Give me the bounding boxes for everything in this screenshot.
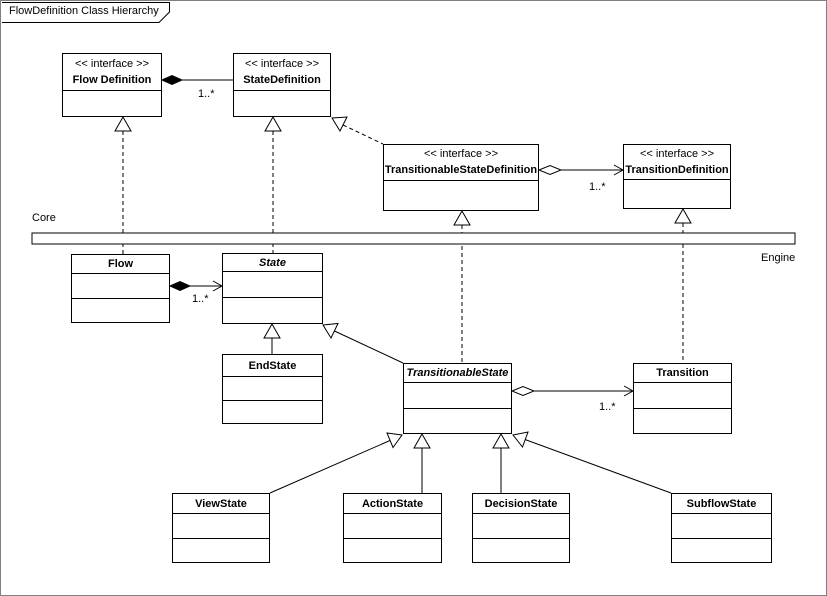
class-box-action-state: ActionState	[343, 493, 442, 563]
class-name: DecisionState	[484, 497, 558, 510]
triangle-at-statedefinition	[264, 115, 282, 132]
class-box-transition: Transition	[633, 363, 732, 434]
class-name: ActionState	[361, 497, 424, 510]
members-compartment	[384, 180, 538, 210]
operations-compartment	[223, 297, 322, 323]
generalization-tsd-statedefinition-line	[342, 124, 384, 145]
multiplicity-flowdefinition-statedefinition: 1..*	[198, 88, 215, 100]
operations-compartment	[344, 537, 441, 563]
attributes-compartment	[634, 382, 731, 408]
class-name: ViewState	[195, 497, 247, 510]
triangle-at-statedefinition-corner	[331, 116, 348, 133]
operations-compartment	[404, 407, 511, 434]
triangle-at-state	[263, 322, 281, 339]
title-tab-shape	[2, 2, 170, 23]
class-name: Transition	[656, 367, 709, 379]
attributes-compartment	[404, 382, 511, 408]
core-region-label: Core	[32, 212, 56, 224]
triangle-at-tsd	[453, 209, 471, 226]
composition-diamond-flow	[168, 280, 192, 292]
stereotype-label: << interface >>	[75, 57, 149, 70]
class-box-transitionable-state-definition: << interface >> TransitionableStateDefin…	[383, 144, 539, 211]
operations-compartment	[672, 537, 771, 563]
attributes-compartment	[223, 376, 322, 400]
class-name: EndState	[248, 359, 297, 372]
attributes-compartment	[223, 271, 322, 297]
class-box-transitionable-state: TransitionableState	[403, 363, 512, 434]
multiplicity-tsd-transitiondefinition: 1..*	[589, 181, 606, 193]
class-box-end-state: EndState	[222, 354, 323, 424]
members-compartment	[624, 179, 730, 208]
engine-region-label: Engine	[761, 252, 796, 264]
generalization-transitionablestate-state-line	[334, 330, 404, 364]
class-name: TransitionableStateDefinition	[384, 164, 538, 176]
triangle-at-ts-actionstate	[413, 432, 431, 449]
generalization-subflowstate-ts-line	[524, 439, 672, 494]
class-name: Flow Definition	[72, 73, 152, 86]
attributes-compartment	[344, 513, 441, 538]
aggregation-diamond-transitionablestate	[510, 385, 536, 397]
members-compartment	[234, 90, 330, 116]
triangle-at-ts-left-corner	[386, 432, 403, 449]
triangle-at-ts-decisionstate	[492, 432, 510, 449]
aggregation-diamond-tsd	[537, 164, 563, 176]
core-engine-divider-bar	[31, 232, 796, 245]
class-name: StateDefinition	[243, 73, 321, 86]
operations-compartment	[223, 399, 322, 424]
triangle-at-state-corner	[322, 322, 339, 340]
triangle-at-flowdefinition	[114, 115, 132, 132]
class-box-decision-state: DecisionState	[472, 493, 570, 563]
class-box-transition-definition: << interface >> TransitionDefinition	[623, 144, 731, 209]
generalization-viewstate-ts-line	[269, 440, 391, 494]
class-box-state: State	[222, 253, 323, 324]
members-compartment	[63, 90, 161, 116]
attributes-compartment	[672, 513, 771, 538]
class-box-subflow-state: SubflowState	[671, 493, 772, 563]
operations-compartment	[634, 407, 731, 434]
diagram-title: FlowDefinition Class Hierarchy	[9, 5, 159, 17]
class-name: TransitionableState	[406, 367, 509, 379]
attributes-compartment	[72, 273, 169, 298]
class-name: State	[259, 256, 286, 269]
triangle-at-ts-right-corner	[512, 431, 529, 449]
class-name: SubflowState	[686, 497, 757, 510]
multiplicity-ts-transition: 1..*	[599, 401, 616, 413]
attributes-compartment	[473, 513, 569, 538]
class-box-flow-definition: << interface >> Flow Definition	[62, 53, 162, 117]
composition-diamond-flowdefinition	[160, 74, 184, 86]
triangle-at-transitiondefinition	[674, 207, 692, 224]
class-box-flow: Flow	[71, 254, 170, 323]
operations-compartment	[473, 537, 569, 563]
operations-compartment	[72, 297, 169, 323]
stereotype-label: << interface >>	[424, 148, 498, 160]
class-name: TransitionDefinition	[625, 163, 729, 176]
class-box-state-definition: << interface >> StateDefinition	[233, 53, 331, 117]
operations-compartment	[173, 537, 269, 563]
attributes-compartment	[173, 513, 269, 538]
class-name: Flow	[107, 258, 134, 270]
multiplicity-flow-state: 1..*	[192, 293, 209, 305]
class-box-view-state: ViewState	[172, 493, 270, 563]
stereotype-label: << interface >>	[245, 57, 319, 70]
stereotype-label: << interface >>	[640, 147, 714, 160]
